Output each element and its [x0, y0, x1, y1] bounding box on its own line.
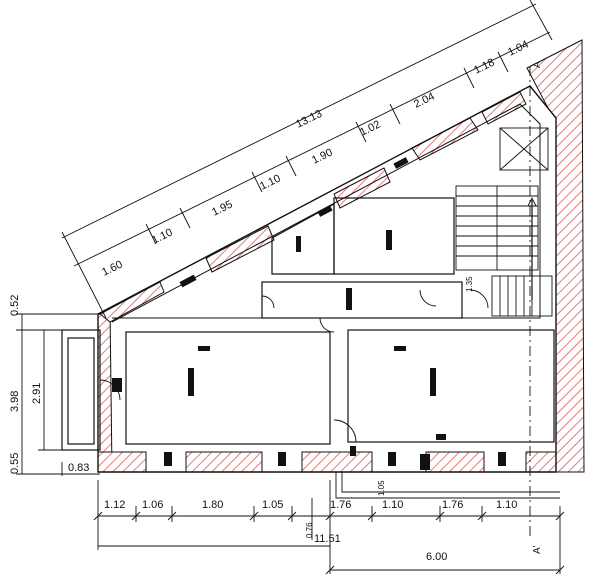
diagonal-segment-label: 1.10 — [150, 227, 175, 247]
section-mark-top: A — [532, 61, 543, 68]
left-bottom-label: 0.55 — [9, 453, 21, 474]
bottom-total-label: 11.51 — [314, 533, 341, 545]
bottom-wall-segment — [301, 451, 373, 473]
fixture-markers — [112, 157, 506, 470]
room-left — [125, 331, 331, 445]
diagonal-dimension-labels: 13.13 1.60 1.10 1.95 1.10 1.90 1.02 2.04… — [100, 39, 531, 279]
diagonal-segment-label: 1.10 — [258, 173, 283, 193]
bottom-right-label: 6.00 — [426, 551, 447, 563]
bottom-segment-label: 1.76 — [442, 499, 463, 511]
bottom-segment-label: 1.76 — [330, 499, 351, 511]
diagonal-wall-segment — [411, 117, 479, 161]
diagonal-total-label: 13.13 — [294, 108, 324, 131]
section-marks: A A' — [532, 61, 543, 554]
left-dimension-labels: 3.98 2.91 0.52 0.55 0.83 — [9, 295, 89, 474]
building-outline — [97, 85, 557, 473]
stair-small-label: 1.35 — [465, 276, 474, 292]
bottom-segment-label: 1.10 — [382, 499, 403, 511]
room-upper-left — [271, 202, 335, 275]
bottom-segment-label: 1.80 — [202, 499, 223, 511]
bottom-dimension-labels: 1.12 1.06 1.80 1.05 1.76 1.10 1.76 1.10 … — [104, 276, 517, 563]
bottom-wall-segment — [97, 451, 147, 473]
dimension-lines — [16, 0, 565, 575]
diagonal-segment-label: 1.90 — [310, 147, 335, 167]
stair-width-label: 1.05 — [377, 480, 386, 496]
room-upper-middle — [333, 197, 455, 275]
left-top-label: 0.52 — [9, 295, 21, 316]
bottom-segment-label: 1.06 — [142, 499, 163, 511]
left-overall-label: 3.98 — [9, 391, 21, 412]
corridor — [261, 281, 463, 319]
left-balcony-inner — [67, 337, 95, 445]
diagonal-segment-label: 1.18 — [472, 57, 497, 77]
door-swings — [99, 289, 489, 443]
diagonal-segment-label: 1.60 — [100, 259, 125, 279]
staircase — [455, 127, 553, 317]
room-right — [347, 329, 555, 443]
bottom-small-vertical-label: 0.76 — [305, 522, 314, 538]
left-bottom-horizontal-label: 0.83 — [68, 462, 89, 474]
bottom-wall-segment — [525, 451, 557, 473]
section-mark-bottom: A' — [532, 545, 543, 554]
bottom-segment-label: 1.05 — [262, 499, 283, 511]
diagonal-wall-segment — [99, 281, 165, 323]
left-room-label: 2.91 — [31, 383, 43, 404]
bottom-segment-label: 1.10 — [496, 499, 517, 511]
bottom-wall-segment — [425, 451, 485, 473]
diagonal-wall-segment — [205, 225, 275, 273]
bottom-segment-label: 1.12 — [104, 499, 125, 511]
diagonal-segment-label: 1.02 — [358, 119, 383, 139]
diagonal-segment-label: 1.95 — [210, 199, 235, 219]
diagonal-segment-label: 2.04 — [412, 91, 437, 111]
bottom-wall-segment — [185, 451, 263, 473]
hatched-walls — [97, 39, 585, 473]
diagonal-segment-label: 1.04 — [506, 39, 531, 59]
